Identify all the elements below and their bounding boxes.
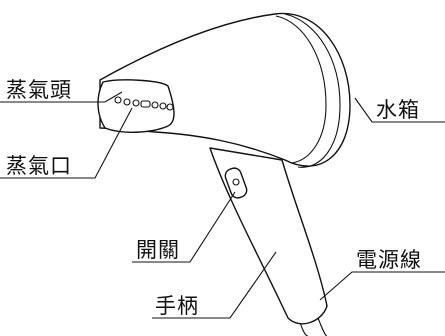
label-water-tank: 水箱 xyxy=(376,98,420,122)
switch-button xyxy=(224,167,248,199)
label-handle: 手柄 xyxy=(155,294,199,318)
label-steam-outlet: 蒸氣口 xyxy=(6,154,72,178)
tank-rim-inner xyxy=(284,13,341,168)
leader-lines xyxy=(0,91,445,319)
steam-outlet-holes xyxy=(114,96,174,111)
tank-rim xyxy=(275,15,327,164)
label-steam-head: 蒸氣頭 xyxy=(6,78,72,102)
label-power-cord: 電源線 xyxy=(356,248,422,272)
label-switch: 開關 xyxy=(136,238,180,262)
